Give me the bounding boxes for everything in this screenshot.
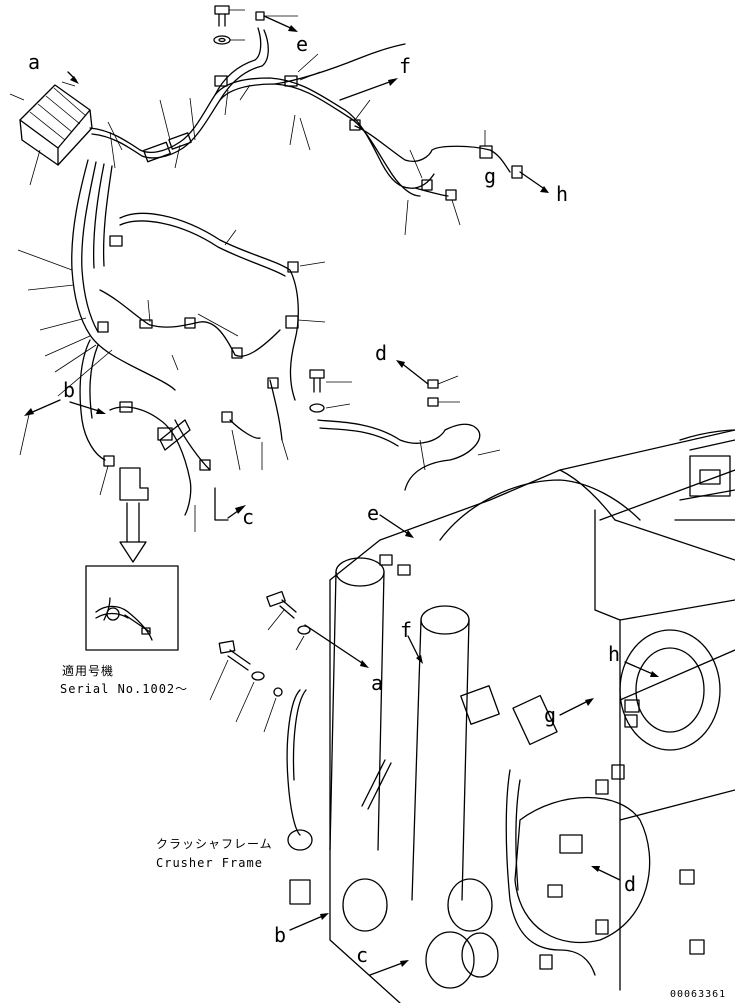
callout-f-top: f [399, 54, 412, 78]
mid-arrows [24, 360, 501, 521]
callout-h-top: h [556, 182, 569, 206]
callout-g-frame: g [544, 703, 557, 727]
inset-applicable-label: 適用号機 [62, 664, 115, 678]
inset-serial-label: Serial No.1002～ [60, 682, 189, 696]
callout-d-mid: d [375, 341, 388, 365]
crusher-frame [286, 429, 735, 1003]
callout-c-frame: c [356, 943, 369, 967]
inset-detail-box [85, 565, 179, 651]
callout-g-top: g [484, 164, 497, 188]
detail-pointer [119, 419, 191, 563]
callout-b-frame: b [274, 923, 287, 947]
relay-box [9, 81, 93, 186]
callout-a-top: a [28, 50, 41, 74]
callout-e-top: e [296, 32, 309, 56]
upper-harness [89, 27, 523, 236]
left-harness [17, 159, 326, 532]
frame-arrows [209, 514, 659, 976]
frame-caption-en: Crusher Frame [156, 856, 263, 870]
callout-a-frame: a [371, 671, 384, 695]
top-arrows [67, 15, 549, 193]
document-number: 00063361 [670, 989, 727, 1000]
callout-f-frame: f [400, 618, 413, 642]
callout-h-frame: h [608, 642, 621, 666]
callout-b-left: b [63, 378, 76, 402]
callout-d-frame: d [624, 872, 637, 896]
frame-caption-jp: クラッシャフレーム [156, 837, 273, 851]
callout-e-frame: e [367, 501, 380, 525]
callout-c-mid: c [242, 505, 255, 529]
